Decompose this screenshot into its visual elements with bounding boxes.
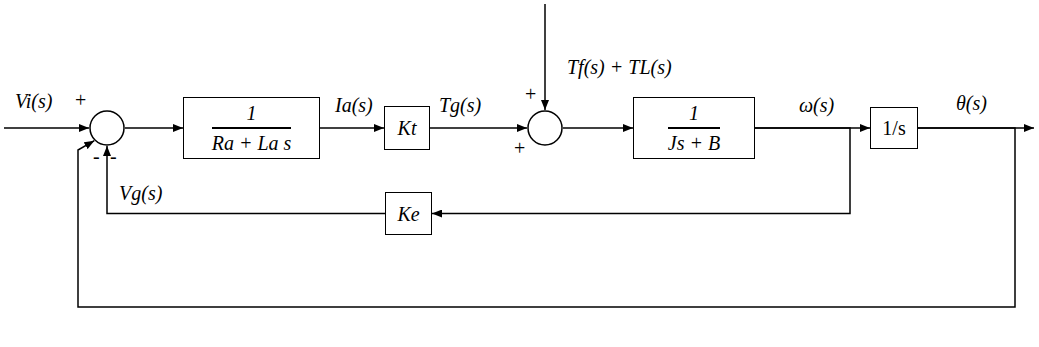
junction-outline [527, 110, 563, 146]
sign-symbol: + [525, 84, 536, 104]
sign-symbol: - [110, 146, 117, 166]
block-text: Kt [398, 117, 417, 139]
signal-label: Ia(s) [334, 94, 374, 116]
fraction: 1 Js + B [668, 102, 720, 154]
transfer-block: Kt [384, 106, 430, 150]
block-text: 1/s [882, 117, 905, 139]
disturbance-line [544, 4, 546, 110]
block-content: 1/s [882, 117, 905, 139]
transfer-block: 1/s [870, 107, 918, 149]
signal-connector [563, 127, 633, 129]
denominator-text: Ra + La s [212, 132, 292, 154]
summing-junction: ++ [527, 110, 563, 146]
junction-outline [89, 110, 125, 146]
signal-connector [320, 127, 384, 129]
signal-connector [430, 127, 527, 129]
signal-label: Vg(s) [118, 182, 163, 204]
fraction-line [668, 127, 720, 129]
fraction-line [212, 127, 292, 129]
transfer-block: Ke [385, 192, 432, 235]
fraction: 1 Ra + La s [212, 102, 292, 154]
transfer-block: 1 Ra + La s [183, 97, 320, 159]
signal-label: Vi(s) [14, 90, 53, 112]
signal-label: Tg(s) [438, 94, 482, 116]
summing-junction: +-- [89, 110, 125, 146]
block-content: Kt [398, 117, 417, 139]
signal-connector [125, 127, 183, 129]
numerator-text: 1 [247, 102, 257, 124]
sign-symbol: + [514, 138, 525, 158]
numerator-text: 1 [689, 102, 699, 124]
signal-label: θ(s) [955, 92, 988, 114]
block-text: Ke [397, 203, 419, 225]
signal-label: Tf(s) + TL(s) [566, 56, 673, 78]
transfer-block: 1 Js + B [633, 97, 755, 159]
denominator-text: Js + B [668, 132, 720, 154]
signal-label: ω(s) [798, 94, 835, 116]
block-content: Ke [397, 203, 419, 225]
sign-symbol: + [75, 90, 86, 110]
input-signal-line [4, 127, 89, 129]
sign-symbol: - [93, 146, 100, 166]
